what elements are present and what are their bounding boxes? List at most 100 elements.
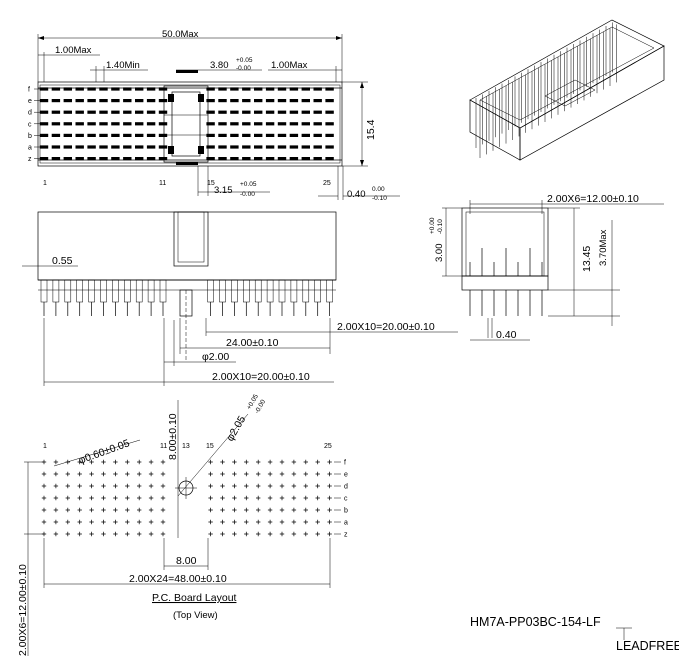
side-pin bbox=[314, 279, 321, 303]
pcb-hole bbox=[220, 507, 225, 513]
pcb-hole bbox=[291, 459, 297, 465]
top-pin bbox=[39, 133, 49, 137]
top-pin bbox=[123, 145, 132, 149]
pcb-hole bbox=[279, 459, 285, 465]
top-pin bbox=[51, 122, 61, 126]
top-pin bbox=[242, 157, 251, 161]
pcb-hole bbox=[65, 471, 70, 477]
pcb-hole bbox=[232, 483, 237, 489]
top-pin bbox=[63, 157, 72, 161]
top-pin bbox=[63, 145, 72, 149]
pcb-hole bbox=[101, 459, 106, 465]
top-side-tol-plus: 0.00 bbox=[372, 186, 385, 193]
pcb-hole bbox=[232, 495, 237, 501]
top-pin bbox=[277, 99, 287, 103]
top-pin bbox=[218, 110, 227, 114]
pcb-hole bbox=[208, 507, 213, 513]
top-key-offset-dim: 3.15 bbox=[214, 185, 233, 196]
pcb-hole bbox=[101, 471, 106, 477]
pcb-hole bbox=[125, 459, 130, 465]
top-pin bbox=[325, 145, 334, 149]
top-pin bbox=[135, 87, 144, 91]
top-pin bbox=[277, 122, 287, 126]
pcb-hole bbox=[291, 495, 297, 501]
top-pin bbox=[218, 145, 227, 149]
top-key-tol-minus: -0.00 bbox=[240, 191, 255, 198]
pcb-hole bbox=[244, 495, 249, 501]
pcb-hole bbox=[256, 519, 261, 525]
pcb-hole bbox=[65, 519, 70, 525]
top-pin bbox=[230, 99, 239, 103]
side-pin bbox=[207, 279, 214, 303]
pcb-hole bbox=[137, 519, 142, 525]
pcb-hole bbox=[256, 531, 261, 537]
pcb-hole bbox=[148, 483, 154, 489]
pcb-hole bbox=[256, 471, 261, 477]
pcb-hole bbox=[41, 495, 47, 501]
pcb-hole bbox=[232, 471, 237, 477]
top-pin bbox=[39, 157, 49, 161]
top-row-label: e bbox=[28, 98, 32, 105]
top-pin bbox=[63, 87, 72, 91]
top-edge-right-dim: 1.00Max bbox=[271, 60, 308, 71]
top-pin bbox=[254, 87, 263, 91]
pcb-hole bbox=[244, 471, 249, 477]
top-pin bbox=[265, 110, 275, 114]
top-pin bbox=[39, 87, 49, 91]
top-pin bbox=[218, 133, 227, 137]
top-pin bbox=[289, 99, 299, 103]
pcb-row-label: d bbox=[344, 484, 348, 491]
pcb-hole bbox=[41, 471, 47, 477]
top-view-pin-rows bbox=[39, 87, 334, 161]
pcb-hole bbox=[160, 519, 166, 525]
part-number-block: HM7A-PP03BC-154-LF LEADFREE bbox=[470, 615, 679, 653]
top-pin bbox=[39, 122, 49, 126]
pcb-hole bbox=[303, 483, 308, 489]
pcb-hole bbox=[148, 495, 154, 501]
top-pin bbox=[111, 110, 120, 114]
pcb-hole bbox=[89, 483, 94, 489]
pcb-hole bbox=[53, 519, 59, 525]
top-pin bbox=[158, 157, 168, 161]
pcb-hole bbox=[267, 507, 273, 513]
top-pin bbox=[254, 122, 263, 126]
pcb-hole bbox=[256, 483, 261, 489]
pcb-hole bbox=[256, 495, 261, 501]
top-col-15: 15 bbox=[207, 180, 215, 187]
top-pin bbox=[254, 157, 263, 161]
pcb-hole bbox=[77, 507, 82, 513]
end-standoff-dim: 3.70Max bbox=[598, 229, 609, 266]
pcb-hole bbox=[101, 531, 106, 537]
top-pin bbox=[135, 110, 144, 114]
top-pin bbox=[75, 122, 84, 126]
pcb-hole bbox=[125, 507, 130, 513]
top-pin bbox=[313, 110, 322, 114]
pcb-hole bbox=[77, 495, 82, 501]
pcb-hole bbox=[220, 459, 225, 465]
top-pin bbox=[254, 133, 263, 137]
pcb-hole bbox=[232, 519, 237, 525]
pcb-hole bbox=[41, 519, 47, 525]
pcb-hole bbox=[101, 483, 106, 489]
top-pin bbox=[87, 157, 96, 161]
pcb-hole bbox=[137, 495, 142, 501]
top-pin bbox=[289, 122, 299, 126]
top-row-label: f bbox=[28, 87, 30, 94]
pcb-hole bbox=[137, 507, 142, 513]
pcb-pitch-vertical-dim: 2.00X6=12.00±0.10 bbox=[17, 564, 29, 656]
top-pin bbox=[230, 133, 239, 137]
top-pin bbox=[206, 122, 215, 126]
top-pin bbox=[313, 122, 322, 126]
pcb-col-25: 25 bbox=[324, 443, 332, 450]
pcb-hole bbox=[89, 495, 94, 501]
top-pin bbox=[87, 133, 96, 137]
pcb-hole bbox=[220, 495, 225, 501]
top-pin bbox=[230, 110, 239, 114]
pcb-hole bbox=[267, 459, 273, 465]
top-pin bbox=[158, 145, 168, 149]
top-pin bbox=[325, 99, 334, 103]
top-pin bbox=[111, 157, 120, 161]
side-pin bbox=[64, 279, 72, 303]
top-pin bbox=[218, 87, 227, 91]
